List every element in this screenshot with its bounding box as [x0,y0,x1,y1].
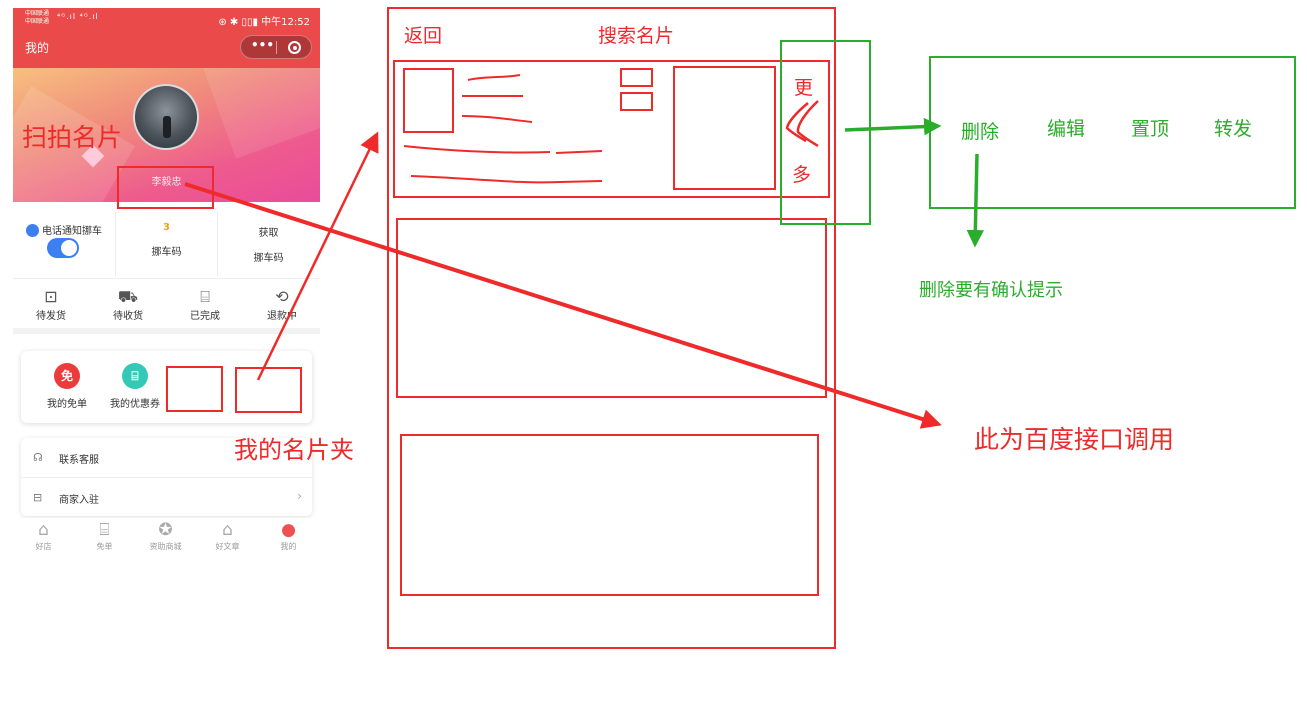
get-label-2: 挪车码 [253,253,284,264]
list-item-customer-service[interactable]: ☊ 联系客服 › [21,438,312,477]
phone-screenshot: 中国联通 中国联通 ⁴ᴳ.ıl ⁴ᴳ.ıl ⊛ ✱ ▯▯▮ 中午12:52 我的… [13,8,320,560]
order-label: 待发货 [36,311,66,322]
order-status-row: ⊡ 待发货 ⛟ 待收货 ⌸ 已完成 ⟲ 退款中 [13,278,320,334]
tab-good-store[interactable]: ⌂ 好店 [13,520,74,552]
order-label: 待收货 [113,311,143,322]
tab-bar: ⌂ 好店 ⌸ 免单 ✪ 资助商城 ⌂ 好文章 ● 我的 [13,518,320,560]
mini-program-capsule[interactable]: ••• [240,35,312,59]
delete-confirm-note: 删除要有确认提示 [919,280,1063,301]
phone-icon [26,223,39,237]
profile-tab-icon: ● [281,520,296,540]
move-code-label: 挪车码 [151,247,182,258]
empty-slot-box-1 [166,366,223,412]
list-label: 商家入驻 [59,495,99,506]
article-icon: ⌂ [222,520,233,540]
tab-label: 我的 [280,542,297,551]
service-list: ☊ 联系客服 › ⊟ 商家入驻 › [21,438,312,516]
more-label-bottom: 多 [792,164,812,186]
scan-card-label: 扫拍名片 [22,123,123,152]
tab-label: 资助商城 [149,542,182,551]
get-move-code-cell[interactable]: 获取 挪车码 [217,212,319,276]
truck-icon: ⛟ [117,287,139,306]
card-photo-placeholder [403,68,454,133]
coupon-icon: ⌸ [122,363,148,389]
profile-hero: 李毅忠 [13,68,320,202]
card-item-3[interactable] [400,434,819,596]
page-title: 我的 [25,41,50,55]
tab-free-order[interactable]: ⌸ 免单 [74,520,135,552]
chevron-right-icon: › [297,449,302,463]
tab-label: 好店 [35,542,52,551]
chevron-right-icon: › [297,489,302,503]
notify-label: 电话通知挪车 [42,226,102,237]
notify-toggle[interactable] [47,238,79,258]
hero-decoration [198,68,320,159]
search-card-title[interactable]: 搜索名片 [598,25,675,47]
move-code-count: 3 [163,222,170,233]
menu-delete[interactable]: 删除 [961,121,1000,143]
card-small-box-2 [620,92,653,111]
toggle-knob [61,240,77,256]
card-item-2[interactable] [396,218,827,398]
my-free-order[interactable]: 免 我的免单 [33,363,101,410]
order-refunding[interactable]: ⟲ 退款中 [244,287,320,322]
tab-label: 免单 [96,542,113,551]
avatar[interactable] [133,84,199,150]
baidu-api-note: 此为百度接口调用 [974,425,1175,454]
gift-tab-icon: ⌸ [99,520,110,540]
menu-forward[interactable]: 转发 [1214,118,1253,140]
tab-sponsor-mall[interactable]: ✪ 资助商城 [135,520,196,552]
nav-bar: 我的 ••• [13,28,320,68]
more-label-top: 更 [794,77,814,99]
card-holder-label: 我的名片夹 [234,436,354,464]
tab-mine[interactable]: ● 我的 [258,520,319,552]
get-label: 获取 [258,228,279,239]
free-icon: 免 [54,363,80,389]
order-label: 退款中 [267,311,297,322]
order-to-receive[interactable]: ⛟ 待收货 [90,287,166,322]
medal-icon: ✪ [158,520,173,540]
signal-icon: ⁴ᴳ.ıl ⁴ᴳ.ıl [57,12,99,21]
status-right: ⊛ ✱ ▯▯▮ 中午12:52 [218,17,310,28]
tab-label: 好文章 [215,542,240,551]
avatar-figure [163,116,171,138]
list-item-merchant-join[interactable]: ⊟ 商家入驻 › [21,477,312,516]
card-holder-slot-box [235,367,302,413]
tool-label: 我的优惠券 [110,399,160,410]
order-to-ship[interactable]: ⊡ 待发货 [13,287,89,322]
carrier-info: 中国联通 中国联通 [25,10,49,26]
my-coupons[interactable]: ⌸ 我的优惠券 [101,363,169,410]
gift-icon: ⌸ [200,287,210,306]
tab-good-article[interactable]: ⌂ 好文章 [197,520,258,552]
username-highlight-box [117,166,214,209]
status-bar: 中国联通 中国联通 ⁴ᴳ.ıl ⁴ᴳ.ıl ⊛ ✱ ▯▯▮ 中午12:52 [13,8,320,28]
refund-icon: ⟲ [275,287,289,306]
order-label: 已完成 [190,311,220,322]
package-icon: ⊡ [44,287,58,306]
headset-icon: ☊ [33,451,43,464]
move-code-cell[interactable]: 3 挪车码 [115,212,217,276]
back-button[interactable]: 返回 [404,25,443,47]
menu-edit[interactable]: 编辑 [1047,118,1086,140]
username: 李毅忠 [151,177,182,188]
more-button-highlight[interactable] [780,40,871,225]
more-icon[interactable]: ••• [251,38,275,52]
carrier-line-1: 中国联通 [25,10,50,17]
feature-row: 电话通知挪车 3 挪车码 获取 挪车码 [13,212,320,276]
shop-icon: ⊟ [33,491,43,504]
card-image-placeholder [673,66,776,190]
card-small-box-1 [620,68,653,87]
close-target-icon[interactable] [288,41,301,54]
list-label: 联系客服 [59,455,99,466]
tool-label: 我的免单 [47,399,87,410]
order-completed[interactable]: ⌸ 已完成 [167,287,243,322]
carrier-line-2: 中国联通 [25,18,50,25]
capsule-divider [276,41,277,54]
store-icon: ⌂ [38,520,49,540]
notify-label-row: 电话通知挪车 [13,222,115,238]
notify-move-car-cell[interactable]: 电话通知挪车 [13,212,115,276]
menu-pin[interactable]: 置顶 [1131,118,1170,140]
